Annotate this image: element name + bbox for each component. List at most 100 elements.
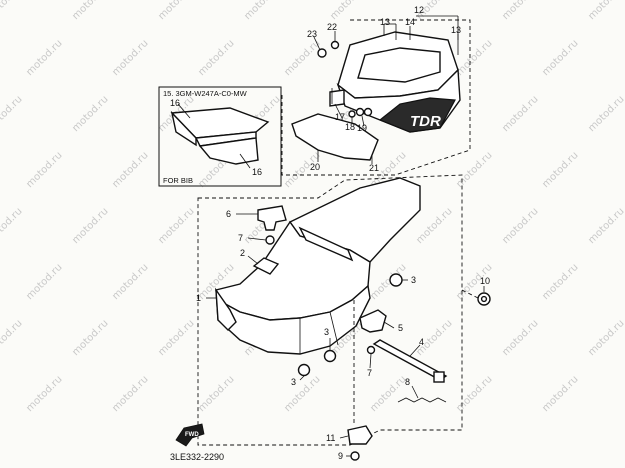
watermark-text: motod.ru — [328, 0, 368, 22]
spring-8 — [397, 397, 447, 403]
lock-rod-end — [433, 371, 445, 383]
lock-rod-4 — [372, 339, 448, 381]
inset-title: 15. 3GM-W247A-C0-MW — [163, 89, 248, 98]
watermark-text: motod.ru — [368, 374, 408, 414]
seat-pad — [291, 113, 379, 161]
label-12: 12 — [414, 5, 424, 15]
bib-seat-illustration — [170, 103, 270, 169]
washer-23 — [317, 48, 327, 58]
screw-22 — [330, 40, 340, 50]
label-17: 17 — [335, 112, 345, 122]
watermark-text: motod.ru — [586, 318, 625, 358]
watermark-text: motod.ru — [586, 206, 625, 246]
label-8: 8 — [405, 377, 410, 387]
watermark-text: motod.ru — [540, 374, 580, 414]
watermark-text: motod.ru — [500, 0, 540, 22]
bracket-17 — [329, 89, 345, 107]
nut-9 — [350, 451, 360, 461]
watermark-text: motod.ru — [282, 38, 322, 78]
watermark-text: motod.ru — [454, 374, 494, 414]
watermark-text: motod.ru — [0, 206, 25, 246]
watermark-text: motod.ru — [500, 94, 540, 134]
watermark-text: motod.ru — [196, 38, 236, 78]
inset-footer: FOR BIB — [163, 176, 193, 185]
label-13-right: 13 — [451, 25, 461, 35]
label-14: 14 — [405, 17, 415, 27]
label-9: 9 — [338, 451, 343, 461]
label-10: 10 — [480, 276, 490, 286]
damper-3-right — [389, 273, 403, 287]
watermark-text: motod.ru — [70, 94, 110, 134]
grommet-19b — [363, 107, 373, 117]
damper-3-mid — [323, 349, 337, 363]
label-3-left: 3 — [291, 377, 296, 387]
watermark-text: motod.ru — [414, 206, 454, 246]
main-seat — [215, 177, 421, 355]
watermark-text: motod.ru — [282, 374, 322, 414]
watermark-text: motod.ru — [24, 262, 64, 302]
label-7-lower: 7 — [367, 368, 372, 378]
grommet-19a — [355, 107, 365, 117]
watermark-text: motod.ru — [500, 206, 540, 246]
label-18: 18 — [345, 122, 355, 132]
rear-seat-cowl: TDR — [336, 31, 461, 133]
label-21: 21 — [369, 163, 379, 173]
watermark-text: motod.ru — [110, 38, 150, 78]
watermark-text: motod.ru — [454, 38, 494, 78]
watermark-text: motod.ru — [156, 0, 196, 22]
label-1: 1 — [196, 293, 201, 303]
watermark-text: motod.ru — [242, 0, 282, 22]
label-7-upper: 7 — [238, 233, 243, 243]
watermark-text: motod.ru — [0, 318, 25, 358]
drawing-code: 3LE332-2290 — [170, 452, 224, 462]
label-4: 4 — [419, 337, 424, 347]
watermark-text: motod.ru — [0, 94, 25, 134]
collar-10-hole — [480, 295, 488, 303]
seat-lock-11 — [347, 425, 373, 445]
watermark-text: motod.ru — [24, 150, 64, 190]
watermark-text: motod.ru — [24, 374, 64, 414]
watermark-text: motod.ru — [454, 150, 494, 190]
label-22: 22 — [327, 22, 337, 32]
watermark-text: motod.ru — [110, 262, 150, 302]
watermark-text: motod.ru — [368, 262, 408, 302]
label-6: 6 — [226, 209, 231, 219]
watermark-text: motod.ru — [24, 38, 64, 78]
watermark-text: motod.ru — [540, 38, 580, 78]
watermark-text: motod.ru — [586, 0, 625, 22]
watermark-text: motod.ru — [540, 262, 580, 302]
label-23: 23 — [307, 29, 317, 39]
bolt-7-upper — [265, 235, 275, 245]
watermark-text: motod.ru — [540, 150, 580, 190]
watermark-text: motod.ru — [500, 318, 540, 358]
inset-box — [158, 86, 282, 187]
watermark-text: motod.ru — [196, 374, 236, 414]
cowl-group-outline — [281, 19, 471, 176]
watermark-text: motod.ru — [156, 206, 196, 246]
bolt-7-lower — [366, 345, 376, 355]
damper-3-left — [297, 363, 311, 377]
watermark-text: motod.ru — [70, 0, 110, 22]
label-5: 5 — [398, 323, 403, 333]
fwd-mark-text: FWD — [185, 432, 199, 438]
seat-hook-6 — [257, 205, 287, 231]
forward-arrow-icon: FWD — [175, 423, 205, 447]
watermark-text: motod.ru — [110, 150, 150, 190]
label-3-right: 3 — [411, 275, 416, 285]
cowl-decal-text: TDR — [410, 113, 441, 130]
label-16-top: 16 — [170, 98, 180, 108]
label-11: 11 — [326, 433, 335, 443]
watermark-text: motod.ru — [156, 318, 196, 358]
label-3-mid: 3 — [324, 327, 329, 337]
watermark-text: motod.ru — [110, 374, 150, 414]
watermark-text: motod.ru — [0, 0, 25, 22]
damper-2 — [252, 257, 280, 275]
label-19: 19 — [357, 123, 367, 133]
watermark-text: motod.ru — [70, 206, 110, 246]
watermark-text: motod.ru — [70, 318, 110, 358]
watermark-text: motod.ru — [586, 94, 625, 134]
label-2: 2 — [240, 248, 245, 258]
label-13-left: 13 — [380, 17, 390, 27]
